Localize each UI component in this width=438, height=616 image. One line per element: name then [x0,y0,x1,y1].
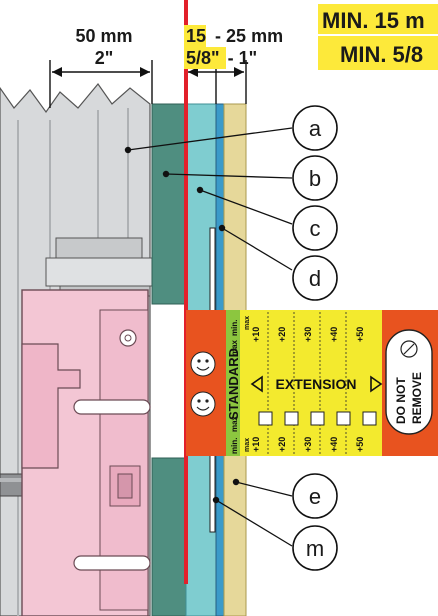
tick-label-top-50: +50 [355,327,365,342]
tick-label-bottom-50: +50 [355,437,365,452]
tick-label-bottom-10: +10 [251,437,261,452]
tick-label-top-10: +10 [251,327,261,342]
min-notice-line1: MIN. 15 m [322,8,425,33]
svg-text:d: d [309,266,321,291]
tick-label-top-20: +20 [277,327,287,342]
range-in-label: 5/8" - 1" [186,48,257,68]
smiley-icon [190,351,216,377]
smiley-icon [190,391,216,417]
svg-text:e: e [309,484,321,509]
gauge-min-label-bottom: min. [230,438,239,454]
gauge-extension-label: EXTENSION [276,376,357,392]
callout-m: m [292,525,338,571]
tick-max-label-bottom: max [244,438,251,452]
tick-label-top-40: +40 [329,327,339,342]
tick-label-bottom-30: +30 [303,437,313,452]
left-arrow-icon [250,375,263,393]
remove-label: REMOVE [410,372,424,424]
right-arrow-icon [370,375,383,393]
mounting-bracket [21,289,151,616]
svg-text:b: b [309,166,321,191]
callout-e: e [292,473,338,519]
min-notice-line2: MIN. 5/8 [340,42,423,67]
range-mm-label: 15 - 25 mm [186,26,283,46]
tick-label-bottom-20: +20 [277,437,287,452]
svg-text:a: a [309,116,322,141]
callout-leaders [124,127,293,547]
gauge-max-label-bottom: max [230,415,239,432]
svg-text:m: m [306,536,324,561]
do-not-label: DO NOT [394,377,408,424]
tick-label-top-30: +30 [303,327,313,342]
gauge-standard-label: STANDARD [226,348,241,420]
callout-d: d [292,255,338,301]
tick-label-bottom-40: +40 [329,437,339,452]
callout-a: a [292,105,338,151]
callout-c: c [292,205,338,251]
depth-in-label: 2" [95,48,114,68]
svg-text:c: c [310,216,321,241]
callout-b: b [292,155,338,201]
depth-mm-label: 50 mm [75,26,132,46]
gauge-max-label-top: max [230,339,239,356]
tick-max-label-top: max [244,316,251,330]
gauge-strip: +10 +20 +30 +40 +50 +10 +20 +30 +40 +50 … [186,310,438,456]
gauge-min-label-top: min. [230,320,239,336]
